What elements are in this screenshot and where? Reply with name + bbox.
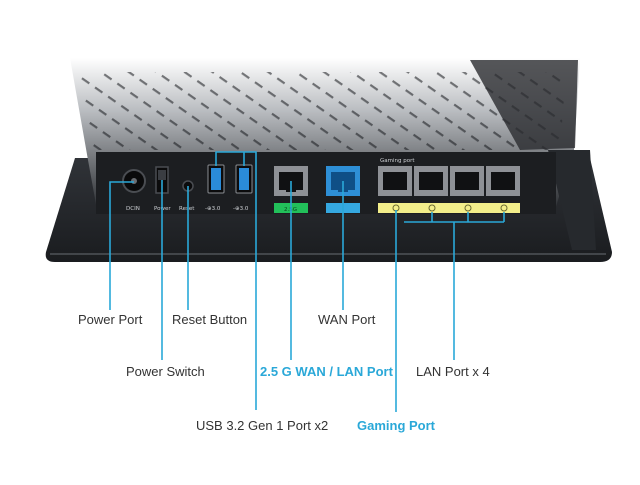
label-reset-button: Reset Button <box>172 312 248 327</box>
usb-port-2-tongue-icon <box>239 168 249 190</box>
dcin-pin-icon <box>131 178 137 184</box>
router-right-leg <box>548 150 596 250</box>
callout-lan-ports <box>404 212 505 360</box>
usb2-label: -⊕3.0 <box>233 206 249 212</box>
power-switch-toggle-icon <box>158 170 166 180</box>
usb1-label: -⊕3.0 <box>205 206 221 212</box>
lan-port-2-socket-icon <box>419 172 443 190</box>
lan-3-led-icon <box>464 204 472 212</box>
label-wan-port: WAN Port <box>318 312 376 327</box>
lan-port-tag-strip <box>378 203 520 213</box>
label-power-switch: Power Switch <box>126 364 205 379</box>
label-usb-ports: USB 3.2 Gen 1 Port x2 <box>196 418 329 433</box>
lan-port-group <box>378 166 520 213</box>
lan-2-led-icon <box>428 204 436 212</box>
callout-lines <box>109 151 505 412</box>
lan-port-4-socket-icon <box>491 172 515 190</box>
lan-4-led-icon <box>500 204 508 212</box>
label-power-port: Power Port <box>78 312 143 327</box>
callout-power-port <box>109 181 134 310</box>
label-lan-port-x4: LAN Port x 4 <box>416 364 490 379</box>
callout-usb-ports <box>215 151 257 410</box>
usb-port-1-tongue-icon <box>211 168 221 190</box>
reset-label: Reset <box>179 206 195 212</box>
gaming-port-header: Gaming port <box>380 158 415 164</box>
rating-label <box>470 60 578 150</box>
label-wan-lan-25g: 2.5 G WAN / LAN Port <box>260 364 393 379</box>
dcin-label: DCIN <box>126 206 140 212</box>
vent-pattern <box>78 72 566 150</box>
label-gaming-port: Gaming Port <box>357 418 436 433</box>
lan-port-1-socket-icon <box>383 172 407 190</box>
lan-port-3-socket-icon <box>455 172 479 190</box>
